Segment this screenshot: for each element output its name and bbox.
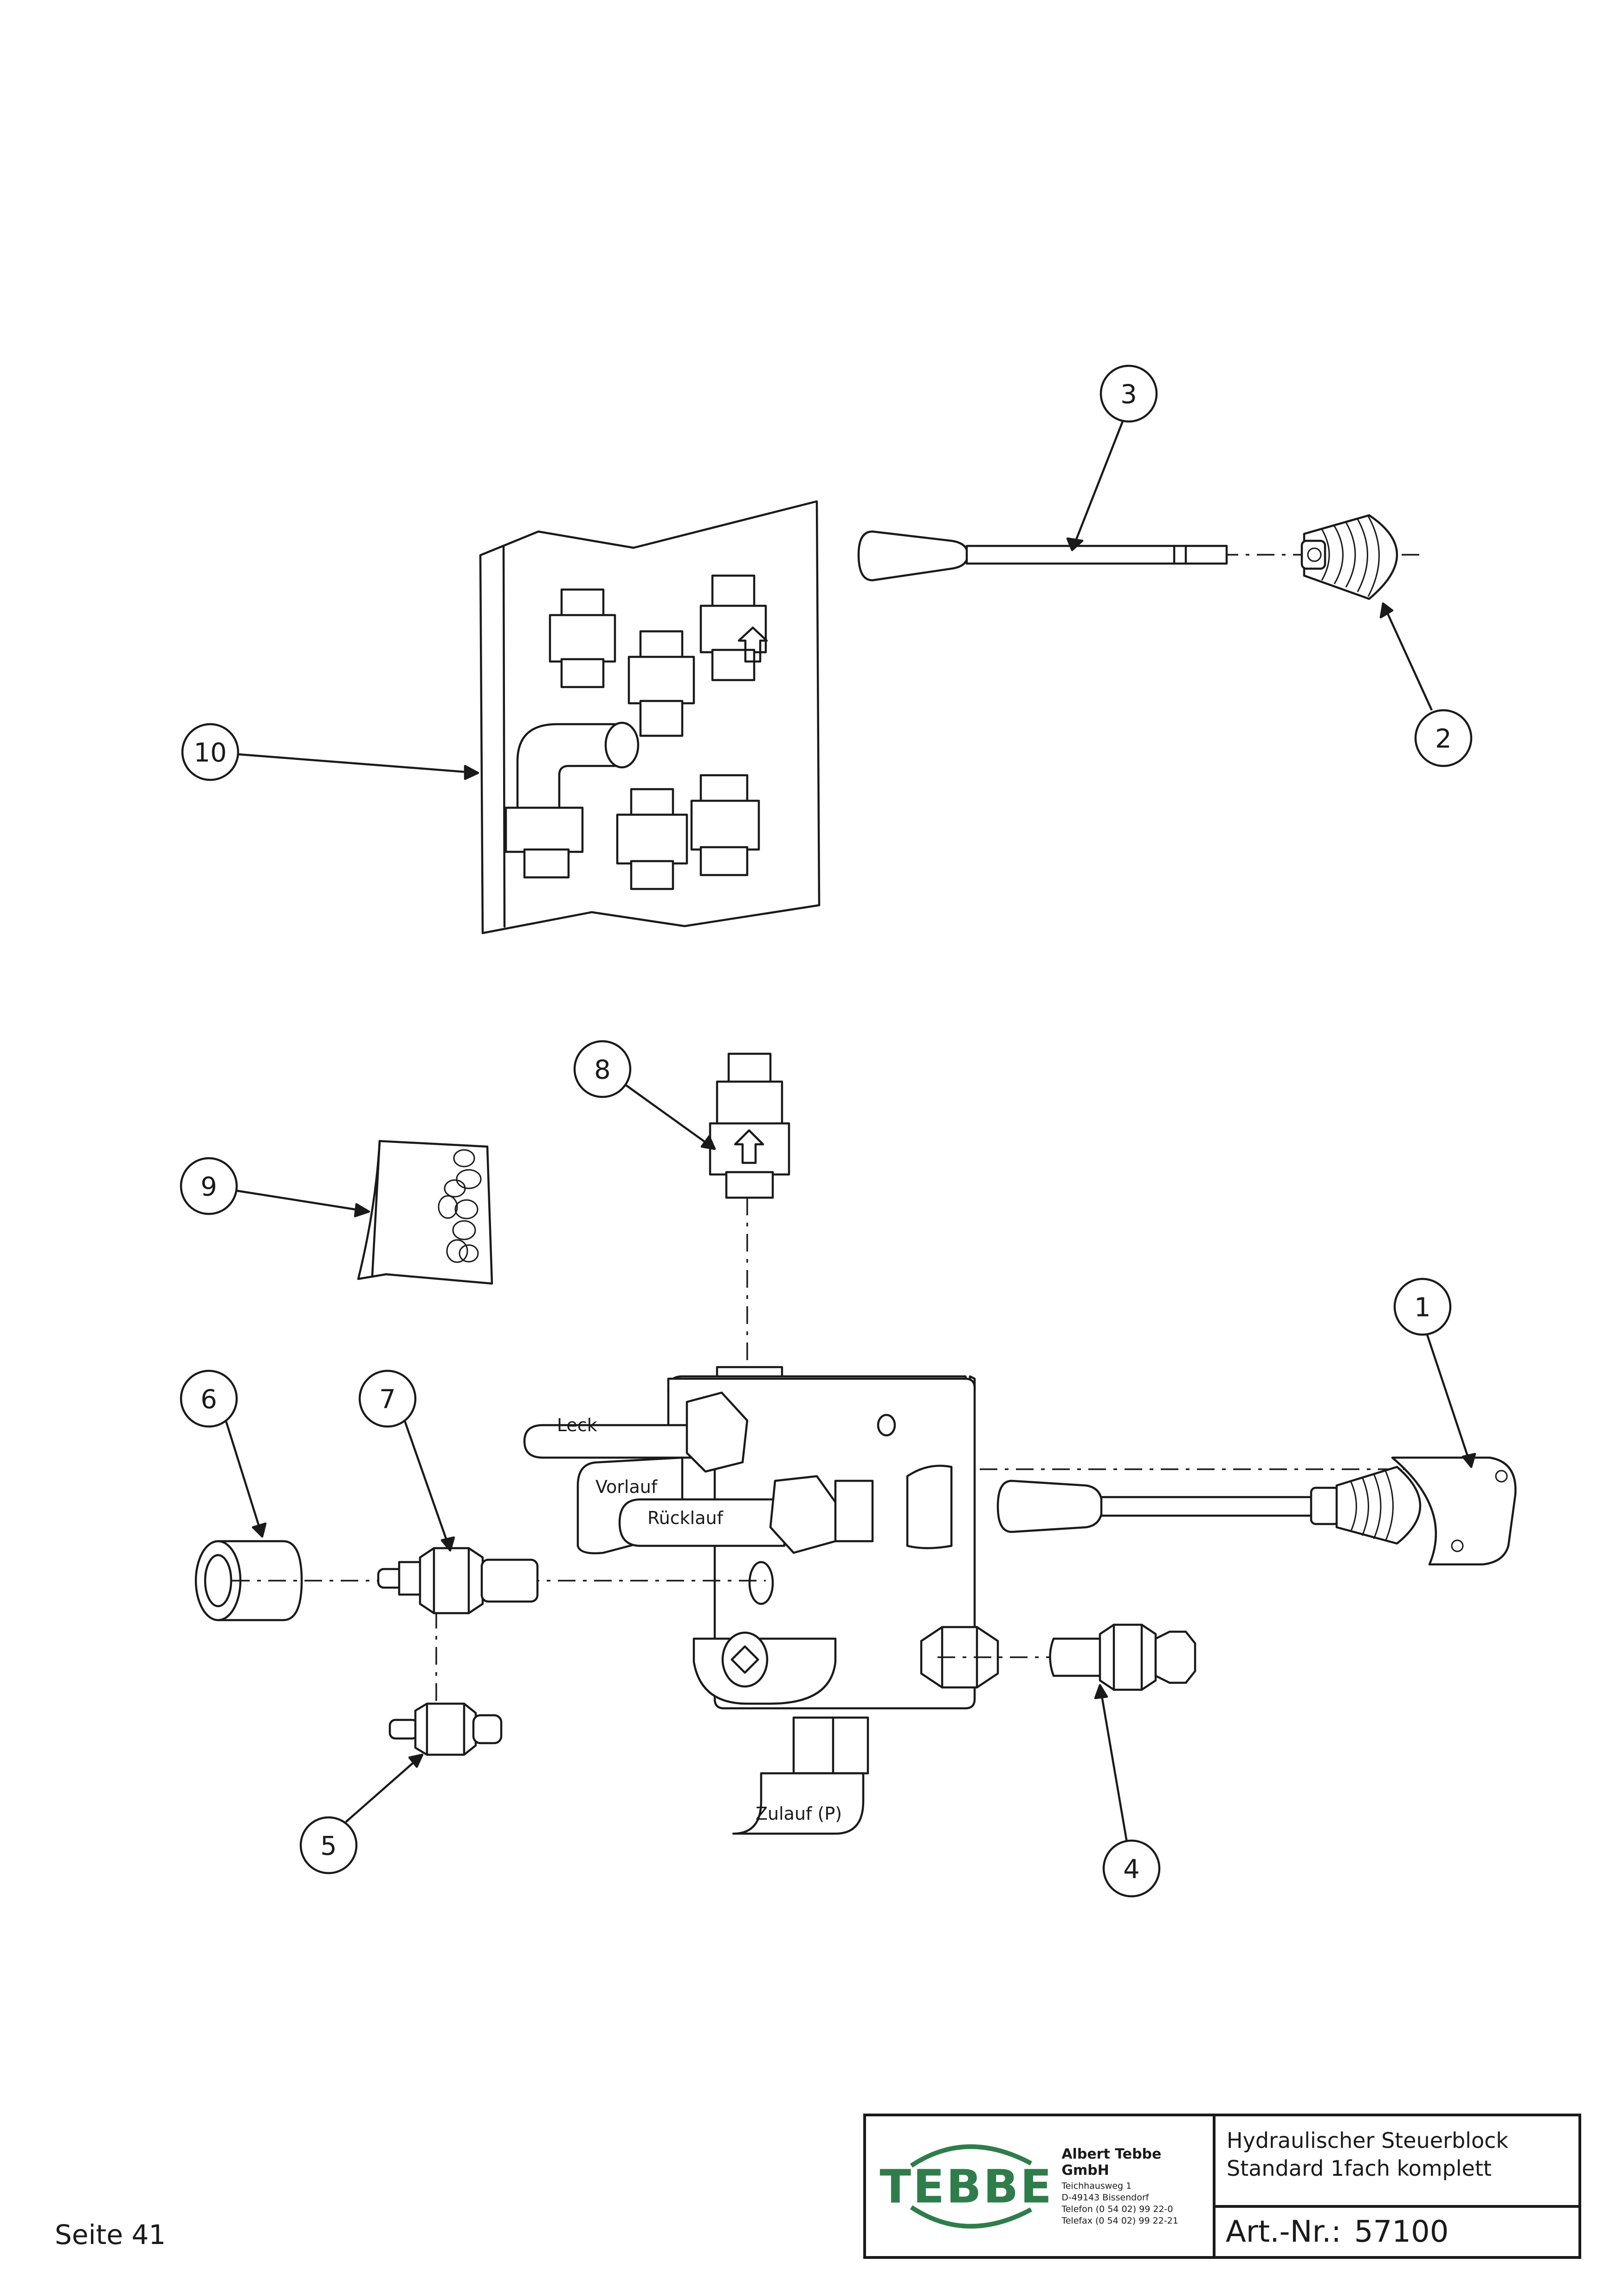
company-block: TEBBE Albert Tebbe GmbH Teichhausweg 1 D… <box>866 2116 1216 2256</box>
svg-text:6: 6 <box>200 1385 217 1415</box>
part-1-lever-assembly <box>996 1456 1517 1566</box>
label-leck: Leck <box>557 1415 597 1435</box>
part-7-fitting <box>232 1547 766 1722</box>
callout-6: 6 <box>180 1369 238 1428</box>
phone-line: Telefon (0 54 02) 99 22-0 <box>1061 2204 1173 2214</box>
company-address: Albert Tebbe GmbH Teichhausweg 1 D-49143… <box>1061 2146 1213 2227</box>
description-line-2: Standard 1fach komplett <box>1227 2156 1492 2181</box>
callout-8: 8 <box>573 1040 632 1098</box>
svg-text:9: 9 <box>200 1172 217 1202</box>
tebbe-logo: TEBBE <box>879 2144 1054 2229</box>
valve-block: Leck Vorlauf Rücklauf Zulauf (P) <box>523 1366 1462 1835</box>
article-label: Art.-Nr.: <box>1226 2215 1341 2249</box>
description-line-1: Hydraulischer Steuerblock <box>1227 2128 1509 2153</box>
address-line: D-49143 Bissendorf <box>1061 2192 1149 2203</box>
part-5-fitting <box>388 1702 503 1756</box>
svg-text:1: 1 <box>1414 1293 1431 1323</box>
svg-text:4: 4 <box>1123 1855 1140 1885</box>
part-4-fitting <box>938 1623 1196 1691</box>
callout-4: 4 <box>1102 1839 1161 1898</box>
callout-9: 9 <box>180 1157 238 1215</box>
leader-lines <box>224 420 1476 1848</box>
article-number-row: Art.-Nr.: 57100 <box>1216 2208 1578 2256</box>
label-ruecklauf: Rücklauf <box>647 1508 724 1528</box>
callout-1: 1 <box>1393 1278 1452 1336</box>
svg-text:3: 3 <box>1120 380 1137 410</box>
svg-text:2: 2 <box>1435 724 1452 754</box>
page-number: Seite 41 <box>55 2219 166 2251</box>
callout-7: 7 <box>358 1369 417 1428</box>
address-line: Teichhausweg 1 <box>1061 2180 1132 2191</box>
callout-10: 10 <box>181 723 239 781</box>
svg-text:7: 7 <box>379 1385 396 1415</box>
part-3-lever-rod <box>857 530 1420 582</box>
svg-text:8: 8 <box>594 1055 611 1085</box>
part-9-seal-bag <box>357 1140 493 1285</box>
callout-2: 2 <box>1414 709 1473 767</box>
company-name: Albert Tebbe GmbH <box>1061 2146 1162 2179</box>
callout-3: 3 <box>1099 364 1158 423</box>
part-10-fitting-bag <box>479 500 821 934</box>
label-zulauf: Zulauf (P) <box>756 1803 842 1824</box>
part-2-rubber-boot <box>1300 514 1398 600</box>
svg-text:10: 10 <box>194 738 226 768</box>
part-8-check-valve <box>709 1052 790 1369</box>
article-number: 57100 <box>1354 2215 1449 2249</box>
label-vorlauf: Vorlauf <box>595 1477 658 1497</box>
fax-line: Telefax (0 54 02) 99 22-21 <box>1061 2215 1178 2226</box>
description-block: Hydraulischer Steuerblock Standard 1fach… <box>1216 2116 1578 2256</box>
part-description: Hydraulischer Steuerblock Standard 1fach… <box>1216 2116 1578 2208</box>
callout-5: 5 <box>299 1816 358 1874</box>
logo-text: TEBBE <box>879 2160 1054 2213</box>
svg-text:5: 5 <box>320 1831 337 1861</box>
title-block: TEBBE Albert Tebbe GmbH Teichhausweg 1 D… <box>863 2114 1581 2259</box>
